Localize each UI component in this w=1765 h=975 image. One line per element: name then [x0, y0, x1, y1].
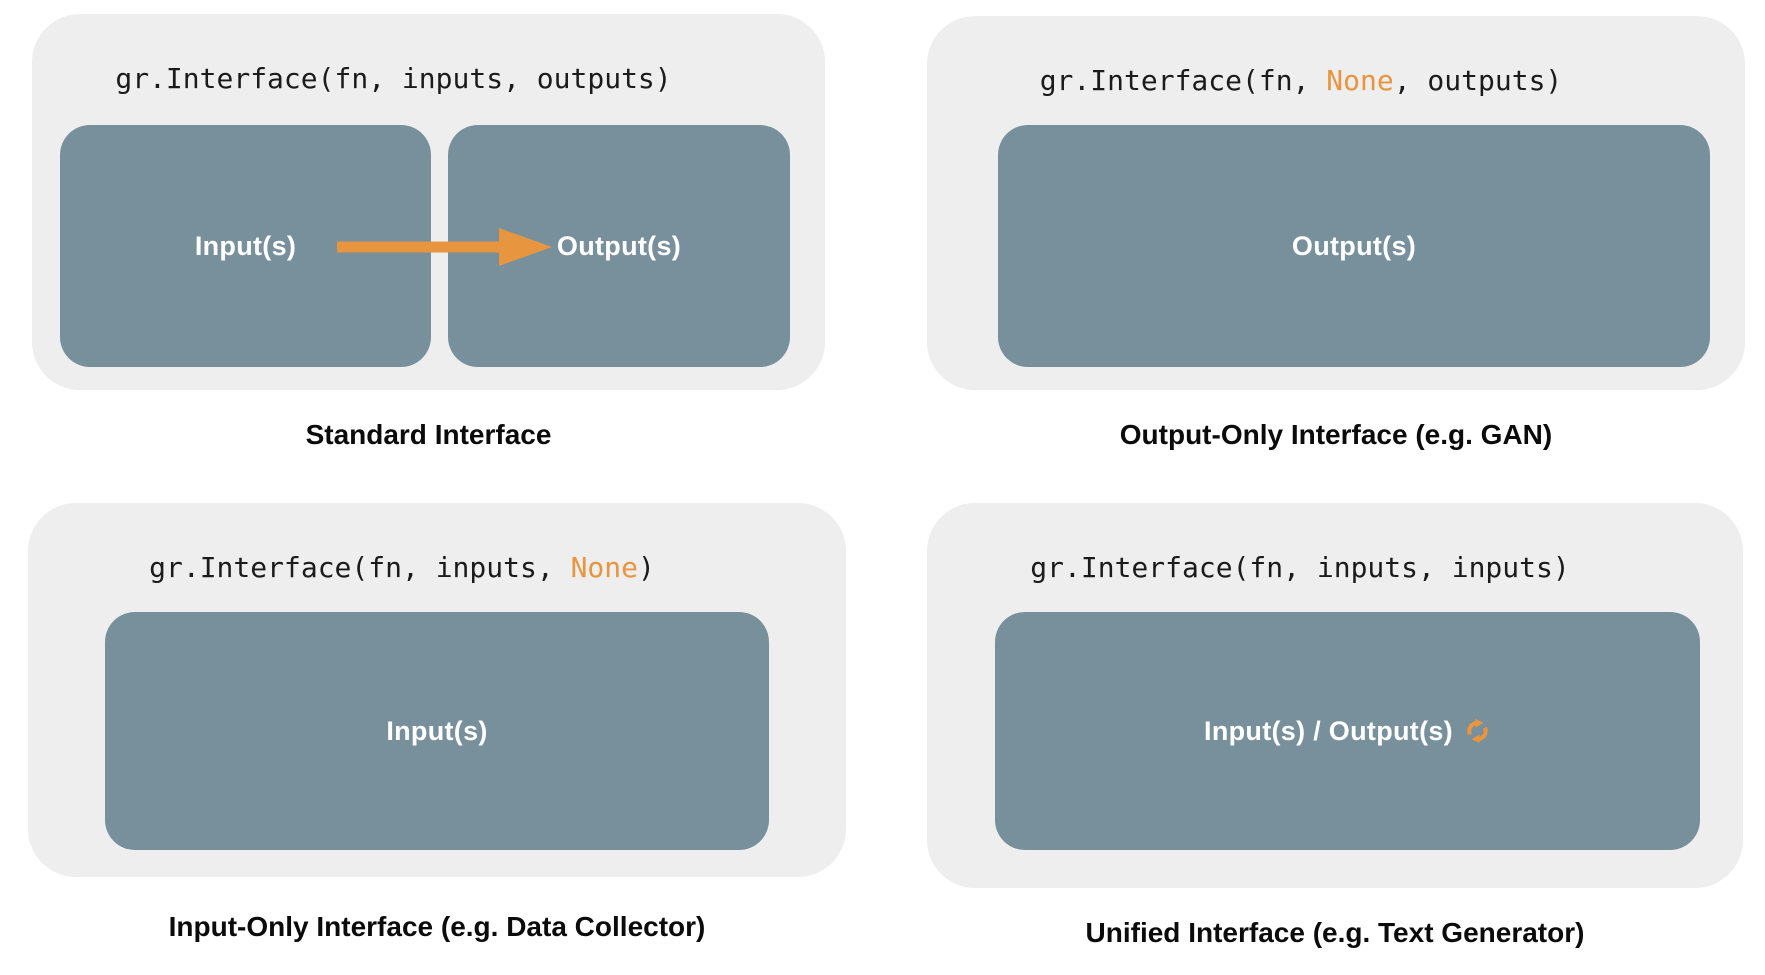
- output-box: Output(s): [998, 125, 1710, 367]
- input-output-label-text: Input(s) / Output(s): [1204, 715, 1453, 746]
- input-box: Input(s): [105, 612, 769, 850]
- code-line: gr.Interface(fn, inputs, outputs): [32, 59, 825, 99]
- code-text: ): [638, 551, 655, 584]
- input-output-box: Input(s) / Output(s): [995, 612, 1700, 850]
- code-line: gr.Interface(fn, None, outputs): [927, 61, 1745, 101]
- panel-output-only-interface: gr.Interface(fn, None, outputs) Output(s…: [927, 16, 1745, 390]
- code-line: gr.Interface(fn, inputs, None): [28, 548, 846, 588]
- code-text: , outputs): [1393, 64, 1563, 97]
- code-highlight-none: None: [570, 551, 638, 584]
- input-box-label: Input(s): [386, 715, 488, 746]
- caption-unified-interface: Unified Interface (e.g. Text Generator): [1085, 917, 1585, 948]
- code-text: gr.Interface(fn, inputs,: [149, 551, 571, 584]
- input-output-box-label: Input(s) / Output(s): [1204, 716, 1491, 747]
- code-text: gr.Interface(fn,: [1039, 64, 1327, 97]
- output-box-label: Output(s): [1291, 230, 1417, 261]
- panel-input-only-interface: gr.Interface(fn, inputs, None) Input(s): [28, 503, 846, 877]
- input-box-label: Input(s): [194, 230, 297, 261]
- panel-standard-interface: gr.Interface(fn, inputs, outputs) Input(…: [32, 14, 825, 390]
- caption-output-only-interface: Output-Only Interface (e.g. GAN): [1119, 419, 1553, 450]
- panel-unified-interface: gr.Interface(fn, inputs, inputs) Input(s…: [927, 503, 1743, 888]
- sync-icon: [1467, 718, 1488, 744]
- output-box-label: Output(s): [556, 230, 682, 261]
- code-line: gr.Interface(fn, inputs, inputs): [927, 548, 1743, 588]
- caption-input-only-interface: Input-Only Interface (e.g. Data Collecto…: [168, 911, 706, 942]
- caption-standard-interface: Standard Interface: [305, 419, 552, 450]
- code-text: gr.Interface(fn, inputs, outputs): [115, 62, 672, 95]
- right-arrow-icon: [337, 228, 552, 266]
- code-text: gr.Interface(fn, inputs, inputs): [1030, 551, 1570, 584]
- code-highlight-none: None: [1326, 64, 1394, 97]
